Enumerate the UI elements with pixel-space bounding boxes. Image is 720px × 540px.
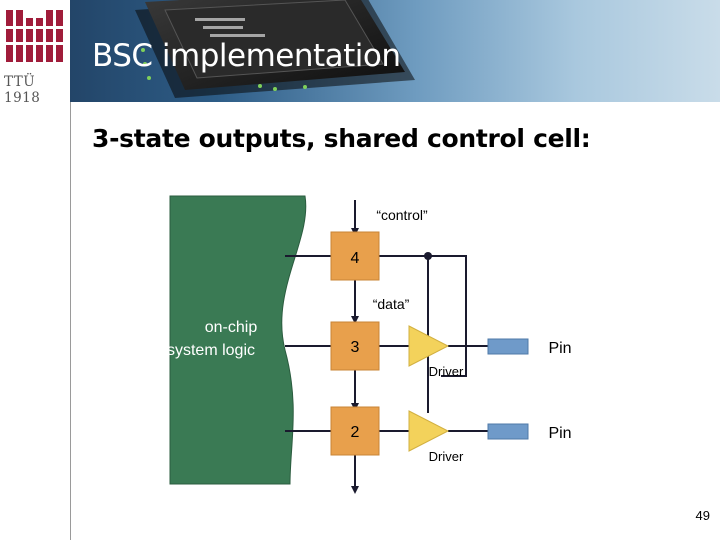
slide-subtitle: 3-state outputs, shared control cell: — [92, 124, 591, 153]
cell4-output-wire — [379, 255, 467, 377]
control-signal-label: “control” — [376, 207, 428, 223]
left-divider — [70, 102, 71, 540]
driver-2-label: Driver — [429, 449, 464, 464]
logo-text: TTÜ 1918 — [4, 74, 41, 102]
pin-1 — [487, 338, 529, 355]
system-logic-label-line2: system logic — [167, 342, 255, 359]
pin-2 — [487, 423, 529, 440]
logo-panel: TTÜ 1918 — [0, 0, 70, 102]
slide-header: TTÜ 1918 BSC implementation — [0, 0, 720, 102]
cell-3-label: 3 — [351, 339, 360, 356]
cell-2-label: 2 — [351, 424, 360, 441]
junction-dot — [424, 252, 432, 260]
slide-title: BSC implementation — [92, 38, 401, 74]
data-signal-label: “data” — [373, 296, 410, 312]
bsc-cell-3: 3 — [330, 321, 380, 371]
chip-photo-image — [135, 0, 415, 98]
system-logic-block — [169, 195, 307, 485]
driver-2-triangle — [408, 410, 450, 452]
driver-1-label: Driver — [429, 364, 464, 379]
pin-2-label: Pin — [548, 425, 571, 442]
cell-4-label: 4 — [351, 250, 360, 267]
page-number: 49 — [695, 508, 710, 523]
pin-1-label: Pin — [548, 340, 571, 357]
university-logo-icon — [6, 10, 64, 62]
system-logic-label-line1: on-chip — [205, 319, 258, 336]
bsc-cell-4: 4 — [330, 231, 380, 281]
bsc-cell-2: 2 — [330, 406, 380, 456]
driver-1-triangle — [408, 325, 450, 367]
